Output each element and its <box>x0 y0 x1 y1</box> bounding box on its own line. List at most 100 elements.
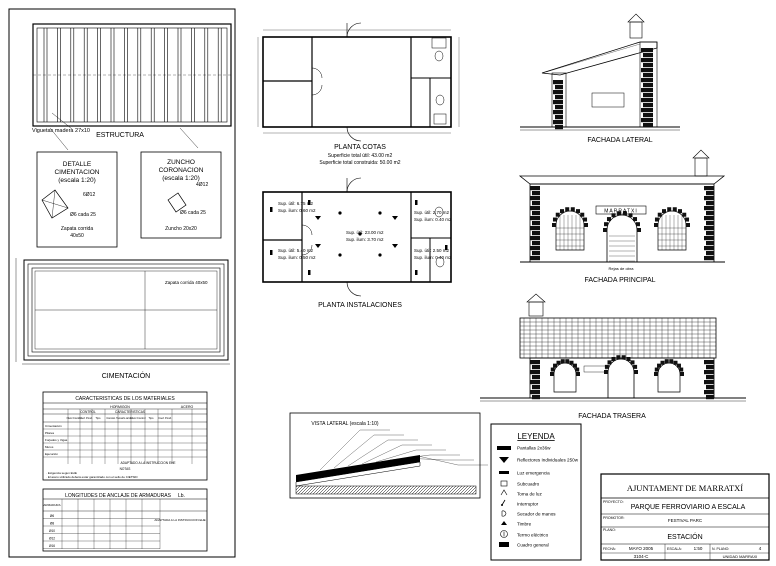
stone-block <box>553 80 563 85</box>
materiales-table <box>42 391 208 481</box>
stone-block <box>532 241 540 246</box>
arch-stone <box>676 363 681 368</box>
legend-symbol-8 <box>501 521 507 525</box>
stone-block <box>555 85 563 90</box>
materiales-col-head: Tipo <box>149 416 155 420</box>
arch-stone <box>575 367 580 372</box>
arch-stone <box>553 363 558 368</box>
stone-block <box>532 201 540 206</box>
arch-stone <box>576 209 580 214</box>
arch-stone <box>654 372 658 376</box>
stone-block <box>704 196 714 201</box>
stone-block <box>530 206 540 211</box>
lamp-symbol <box>338 253 342 257</box>
stone-block <box>643 123 653 128</box>
arch-stone <box>679 367 684 372</box>
arch-stone <box>611 357 616 362</box>
arch-stone <box>633 217 638 222</box>
materiales-title: CARACTERISTICAS DE LOS MATERIALES <box>75 396 175 402</box>
arch-stone <box>617 211 622 216</box>
stone-block <box>706 241 714 246</box>
arch-stone <box>634 370 638 374</box>
stone-block <box>553 100 563 105</box>
stone-block <box>706 201 714 206</box>
stone-block <box>704 226 714 231</box>
arch-stone <box>616 355 621 360</box>
arch-stone <box>604 370 608 374</box>
cartela-proyecto: PARQUE FERROVIARIO A ESCALA <box>631 504 746 511</box>
legend-symbol-9 <box>500 530 508 538</box>
anclaje-row-head: Ø6 <box>50 514 54 518</box>
arch-stone <box>569 360 574 365</box>
arch-stone <box>583 217 588 222</box>
room-2-line-2: Sup. ilum: 3.70 m2 <box>346 237 384 242</box>
room-3-line-1: Sup. útil: 5.40 m2 <box>278 248 314 253</box>
anclaje-left-head: ARMADURA <box>43 503 60 507</box>
stone-block <box>530 256 540 261</box>
fachada-trasera-title: FACHADA TRASERA <box>578 413 646 420</box>
stone-block <box>641 88 653 93</box>
arch-stone <box>685 217 690 222</box>
planta-instalaciones-title: PLANTA INSTALACIONES <box>318 302 402 309</box>
cartela-escala-label: ESCALA: <box>667 547 682 551</box>
stone-block <box>706 221 714 226</box>
left-panel-border <box>8 8 236 558</box>
legend-label-4: Subcuadro <box>517 482 540 487</box>
cartela-proyecto-label: PROYECTO: <box>603 500 624 504</box>
estructura-beam-note: Viguetas madera 27x10 <box>32 128 90 134</box>
fachada-lateral-drawing <box>520 13 680 131</box>
materiales-col-head: Consist. <box>106 416 116 420</box>
detalle-caption-1: Zapata corrida <box>61 226 93 232</box>
arch-stone <box>555 212 560 217</box>
stone-block <box>641 98 653 103</box>
stone-block <box>704 380 714 385</box>
anclaje-unit: Lb. <box>178 493 185 499</box>
anclaje-row-head: Ø10 <box>49 529 55 533</box>
stone-block <box>530 196 540 201</box>
planta-cotas-line-2: Superficie total construida: 50.00 m2 <box>319 160 400 166</box>
room-1-line-1: Sup. útil: 6.75 m2 <box>278 201 314 206</box>
anclaje-title: LONGITUDES DE ANCLAJE DE ARMADURAS <box>65 493 172 499</box>
materiales-col-head: Coef. Pond. <box>79 416 93 420</box>
materiales-note-1: · Exigencia segun EHE <box>46 471 77 475</box>
arch-stone <box>556 360 561 365</box>
legend-label-1: Pantallas 2x36w <box>517 446 551 451</box>
arch-stone <box>572 363 577 368</box>
detalle-title-1: DETALLE <box>63 161 92 168</box>
stone-block <box>530 236 540 241</box>
zuncho-rebar: 4Ø12 <box>196 182 208 188</box>
arch-stone <box>606 217 611 222</box>
reflector-symbol <box>315 216 321 220</box>
estructura-title: ESTRUCTURA <box>96 132 144 139</box>
switch-symbol <box>308 200 311 205</box>
arch-stone <box>570 207 575 212</box>
materiales-row-head: Ejecución <box>45 452 58 456</box>
stone-block <box>706 365 714 370</box>
leader-line <box>403 457 445 461</box>
switch-symbol <box>270 207 273 212</box>
arch-stone <box>654 367 659 372</box>
stone-block <box>643 93 653 98</box>
stone-block <box>641 108 653 113</box>
arch-stone <box>633 364 638 369</box>
stone-block <box>643 113 653 118</box>
cimentacion-plan <box>15 258 230 365</box>
legend-label-10: Cuadro general <box>517 543 549 548</box>
stone-block <box>641 68 653 73</box>
zuncho-title-2: CORONACION <box>159 167 204 174</box>
stone-block <box>704 236 714 241</box>
stone-block <box>530 360 540 365</box>
anclaje-note: ADAPTADA A LA INSTRUCCION EHE <box>154 518 205 522</box>
cartela-ref: 3104-C <box>634 554 650 559</box>
arch-stone <box>621 355 626 360</box>
legend-symbol-2 <box>499 457 509 463</box>
arch-stone <box>560 359 565 364</box>
leader-line <box>417 455 459 466</box>
arch-stone <box>686 223 690 227</box>
leader-line <box>389 454 431 461</box>
lamp-symbol <box>338 211 342 215</box>
leader-line <box>347 439 389 467</box>
legend-label-9: Termo eléctrico <box>517 533 549 538</box>
stone-block <box>704 186 714 191</box>
legend-label-7: Secador de manos <box>517 512 556 517</box>
